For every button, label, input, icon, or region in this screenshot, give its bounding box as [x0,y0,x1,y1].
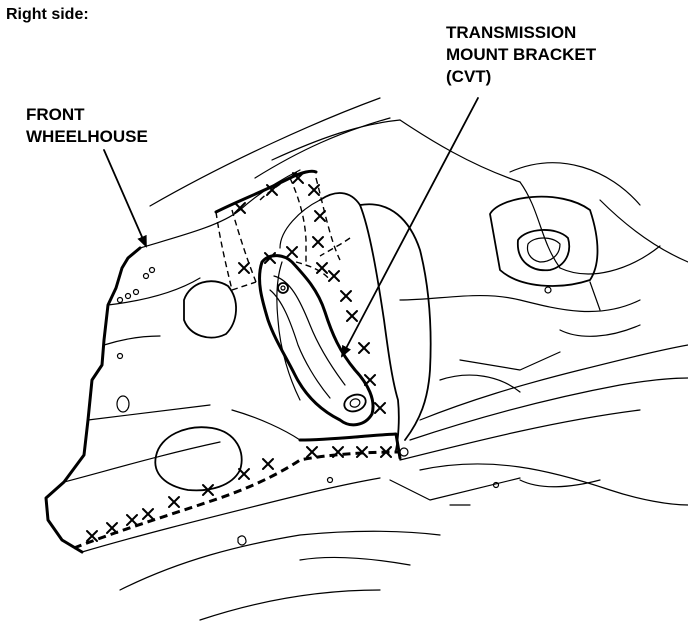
front-wheelhouse-outline [44,246,142,554]
weld-mark [264,252,276,264]
wheelhouse-lower-hole [154,426,243,492]
weld-mark [262,458,274,470]
front-wheelhouse-line-2: WHEELHOUSE [26,127,148,146]
weld-mark [234,202,246,214]
weld-mark [358,342,370,354]
lower-right-body-lines [389,294,688,506]
front-wheelhouse-line-1: FRONT [26,105,85,124]
inner-flange-line [298,432,402,460]
upper-body-lines [149,97,688,311]
weld-mark [308,184,320,196]
weld-mark [346,310,358,322]
weld-mark [306,446,318,458]
bracket-line-3: (CVT) [446,67,492,86]
wheelhouse-panel-lines [63,169,441,621]
wheelhouse-callout-arrow [103,149,147,248]
lower-flange-dashed-outline [73,450,399,550]
weld-mark [286,246,298,258]
weld-mark [292,172,304,184]
flange-hole [399,447,409,457]
weld-mark [340,290,352,302]
weld-mark [312,236,324,248]
front-wheelhouse-callout: FRONT WHEELHOUSE [26,104,148,148]
weld-mark [356,446,368,458]
inner-apron [276,192,432,451]
bracket-line-2: MOUNT BRACKET [446,45,597,64]
weld-mark [86,530,98,542]
weld-mark [126,514,138,526]
transmission-mount-bracket [258,254,375,427]
weld-mark [168,496,180,508]
weld-mark [364,374,376,386]
transmission-mount-bracket-callout: TRANSMISSION MOUNT BRACKET (CVT) [446,22,596,88]
bracket-flange-outline [289,177,351,281]
wheelhouse-upper-hole [183,280,237,339]
weld-mark [380,446,392,458]
weld-mark [142,508,154,520]
weld-mark [238,468,250,480]
weld-mark [202,484,214,496]
weld-mark [316,262,328,274]
weld-mark [106,522,118,534]
weld-mark [314,210,326,222]
weld-mark [266,184,278,196]
strut-tower [489,195,599,294]
weld-marks [86,172,392,542]
weld-mark [238,262,250,274]
weld-mark [332,446,344,458]
weld-mark [328,270,340,282]
weld-mark [374,402,386,414]
bracket-line-1: TRANSMISSION [446,23,577,42]
bracket-callout-arrow [341,97,479,358]
side-label: Right side: [6,6,89,23]
